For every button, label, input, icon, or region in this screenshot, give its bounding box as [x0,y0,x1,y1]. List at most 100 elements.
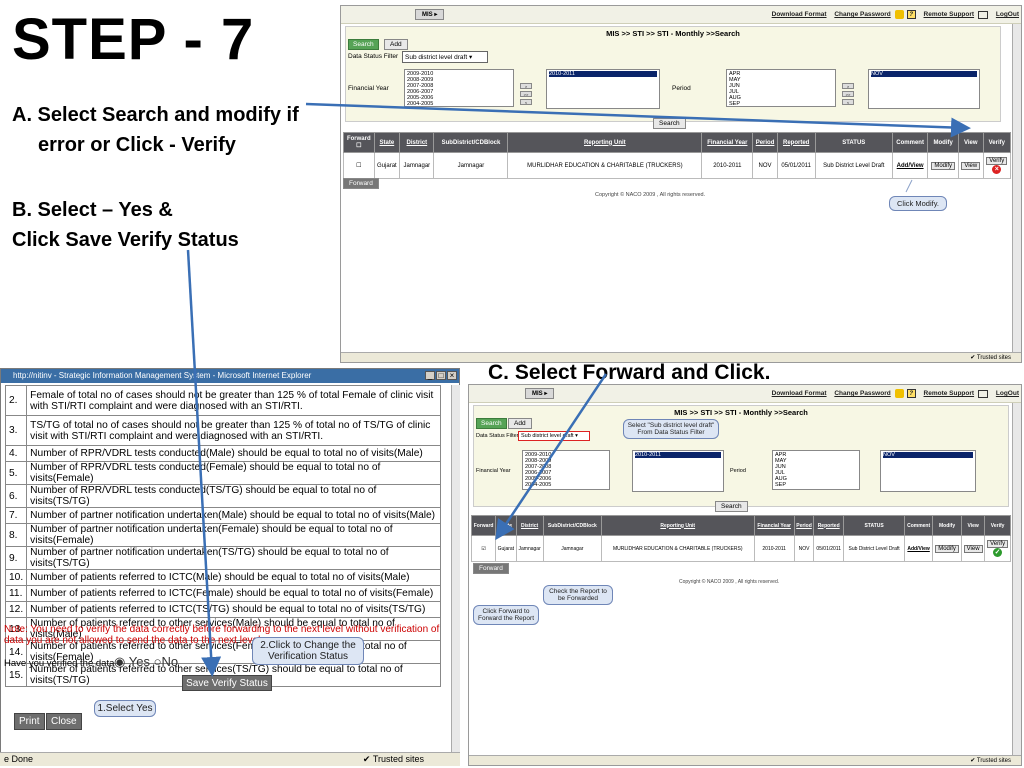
logout-link-2[interactable]: LogOut [995,390,1019,398]
col-period-2[interactable]: Period [793,515,815,536]
cell-modify-2: Modify [932,535,962,562]
close-button[interactable]: Close [46,713,82,730]
period-selected-list-2[interactable]: NOV [880,450,976,492]
help-icon[interactable]: ? [906,10,916,19]
status-bar: ✔ Trusted sites [341,352,1021,362]
view-button-2[interactable]: View [963,544,983,553]
search-button[interactable]: Search [653,118,686,129]
mis-menu-2[interactable]: MIS ▸ [525,388,555,399]
status-done: Done [11,754,34,764]
col-period[interactable]: Period [752,132,778,153]
fy-label-2: Financial Year [476,468,511,474]
add-tab-2[interactable]: Add [508,418,532,429]
table-row: ☑ Gujarat Jamnagar Jamnagar MURLIDHAR ED… [470,535,1011,562]
arrow-to-save [186,249,222,677]
not-verified-icon: × [992,165,1002,174]
cell-subdistrict: Jamnagar [433,152,509,179]
fy-selected-list-2[interactable]: 2010-2011 [632,450,724,492]
rule-text: Number of partner notification undertake… [26,523,441,547]
cell-period-2: NOV [793,535,815,562]
rule-row: 13.Number of patients referred to other … [4,617,441,641]
view-button[interactable]: View [961,161,981,170]
top-menu-bar: MIS ▸ Download Format Change Password? R… [341,6,1021,24]
maximize-icon[interactable]: □ [436,371,446,380]
forward-button-2[interactable]: Forward [473,563,509,574]
download-format-link[interactable]: Download Format [771,11,827,19]
logout-link[interactable]: LogOut [995,11,1019,19]
no-radio[interactable]: ○No [153,654,179,669]
fy-label: Financial Year [348,85,389,92]
cell-comment: Add/View [891,152,929,179]
add-view-link[interactable]: Add/View [896,162,924,169]
period-label-2: Period [730,468,746,474]
col-district[interactable]: District [399,132,435,153]
fy-remove-button[interactable]: < [520,99,532,105]
close-icon[interactable]: × [447,371,457,380]
remote-support-link-2[interactable]: Remote Support [923,390,975,398]
col-reported-2[interactable]: Reported [813,515,845,536]
window-scrollbar[interactable] [451,385,460,757]
forward-button[interactable]: Forward [343,178,379,189]
search-screen-top: MIS ▸ Download Format Change Password? R… [340,5,1022,363]
top-links: Download Format Change Password? Remote … [766,10,1019,19]
verified-check-icon: ✓ [993,548,1003,557]
period-remove-button[interactable]: < [842,99,854,105]
col-verify-2: Verify [984,515,1011,536]
col-forward: Forward☐ [343,132,375,153]
col-reported[interactable]: Reported [776,132,816,153]
change-password-link-2[interactable]: Change Password [834,390,891,398]
fy-addall-button[interactable]: >> [520,91,532,97]
period-selected-list[interactable]: NOV [868,69,980,109]
help-icon[interactable]: ? [906,389,916,398]
rule-number: 6. [4,484,28,508]
copyright-2: Copyright © NACO 2009 , All rights reser… [679,579,780,585]
change-password-link[interactable]: Change Password [834,11,891,19]
window-status-bar: e Done ✔ Trusted sites [0,752,460,766]
forward-checkbox[interactable]: ☐ [343,152,375,179]
search-button-2[interactable]: Search [715,501,748,512]
col-district-2[interactable]: District [515,515,544,536]
minimize-icon[interactable]: _ [425,371,435,380]
cell-district: Jamnagar [399,152,435,179]
rule-text: Number of RPR/VDRL tests conducted(TS/TG… [26,484,441,508]
print-button[interactable]: Print [14,713,45,730]
vertical-scrollbar[interactable] [1012,24,1021,352]
data-status-filter-2[interactable]: Sub district level draft ▾ [518,431,590,441]
verify-window: http://nitinv - Strategic Information Ma… [0,368,460,766]
instruction-b-line2: Click Save Verify Status [12,229,239,251]
yes-radio[interactable]: ◉ Yes [114,654,150,669]
modify-button-2[interactable]: Modify [935,544,959,553]
vertical-scrollbar-2[interactable] [1012,403,1021,755]
cell-status-2: Sub District Level Draft [843,535,906,562]
download-format-link-2[interactable]: Download Format [771,390,827,398]
search-tab[interactable]: Search [348,39,379,50]
arrow-to-verify [305,102,971,138]
data-status-filter[interactable]: Sub district level draft ▾ [402,51,488,63]
results-table: Forward☐ State District SubDistrict/CDBl… [343,132,1012,179]
search-tab-2[interactable]: Search [476,418,507,429]
breadcrumb: MIS >> STI >> STI - Monthly >>Search [606,29,740,38]
period-addall-button[interactable]: >> [842,91,854,97]
add-tab[interactable]: Add [384,39,408,50]
add-view-link-2[interactable]: Add/View [907,545,930,552]
col-subdistrict-2: SubDistrict/CDBlock [542,515,602,536]
save-verify-status-button[interactable]: Save Verify Status [182,675,272,691]
fy-add-button[interactable]: > [520,83,532,89]
modify-button[interactable]: Modify [931,161,955,170]
rule-row: 3.TS/TG of total no of cases should not … [4,415,441,446]
col-state[interactable]: State [373,132,401,153]
cell-state: Gujarat [373,152,401,179]
mis-menu[interactable]: MIS ▸ [415,9,445,20]
instruction-c: C. Select Forward and Click. [488,361,771,384]
period-add-button[interactable]: > [842,83,854,89]
breadcrumb-2: MIS >> STI >> STI - Monthly >>Search [674,408,808,417]
results-table-2: Forward State District SubDistrict/CDBlo… [470,515,1011,562]
verification-note: Note: You need to verify the data correc… [4,624,440,646]
remote-support-link[interactable]: Remote Support [923,11,975,19]
fy-selected-list[interactable]: 2010-2011 [546,69,660,109]
col-forward-2: Forward [470,515,497,536]
